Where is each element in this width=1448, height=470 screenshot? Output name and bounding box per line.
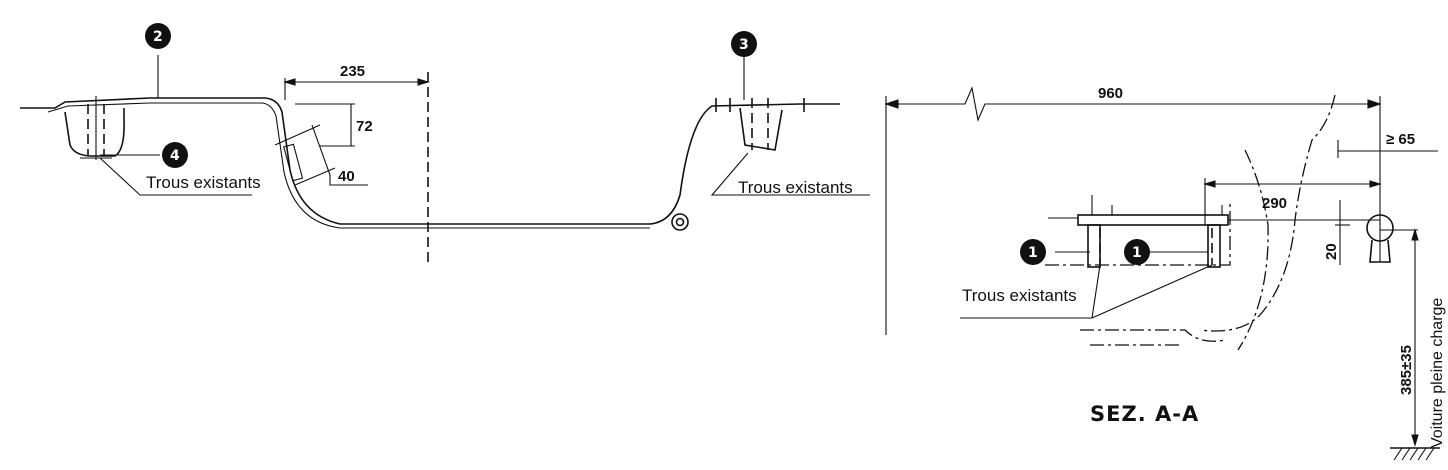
dim-290-arrows <box>1203 180 1382 188</box>
svg-text:1: 1 <box>1132 245 1142 261</box>
dim-65: ≥ 65 <box>1386 131 1415 148</box>
pivot-inner <box>675 217 685 227</box>
lower-chain <box>1045 200 1231 266</box>
bracket-right-dash <box>751 98 769 150</box>
support-dash <box>1099 228 1213 265</box>
dim-40-lines <box>274 124 368 186</box>
dim-235-arrows <box>283 78 430 86</box>
pivot-outer <box>671 213 689 231</box>
leader-holes-left <box>99 157 252 196</box>
bracket-left <box>64 108 125 157</box>
dim-40: 40 <box>338 168 355 185</box>
dim-960: 960 <box>1098 85 1123 102</box>
dim-960-line <box>886 86 1380 122</box>
leader-holes-section-b <box>1091 264 1213 319</box>
support-right <box>1207 224 1221 268</box>
dim-385: 385±35 <box>1398 345 1415 395</box>
callout-4: 4 <box>162 142 188 168</box>
bracket-mid <box>283 143 304 182</box>
dim-235: 235 <box>340 63 365 80</box>
leader-holes-middle <box>710 152 870 196</box>
dim-960-arrows <box>884 99 1382 109</box>
dim-20: 20 <box>1323 243 1340 260</box>
callout-3: 3 <box>731 31 757 57</box>
body-outline-2 <box>1237 149 1269 351</box>
ground-hatch <box>1393 447 1435 461</box>
floor-profile-inner <box>47 102 650 229</box>
note-holes-middle: Trous existants <box>738 178 853 197</box>
callout-1a: 1 <box>1020 239 1046 265</box>
full-load-label: Voiture pleine charge <box>1429 298 1446 448</box>
bracket-right <box>739 107 783 151</box>
section-view: 960 ≥ 65 290 20 <box>884 85 1440 461</box>
callout-1b: 1 <box>1124 239 1150 265</box>
note-holes-left: Trous existants <box>146 173 261 192</box>
svg-text:4: 4 <box>170 148 180 164</box>
section-title: SEZ. A-A <box>1090 402 1199 426</box>
callout-2: 2 <box>145 23 171 49</box>
svg-text:1: 1 <box>1028 245 1038 261</box>
dim-72: 72 <box>356 118 373 135</box>
support-left <box>1087 224 1101 268</box>
dim-290: 290 <box>1262 195 1287 212</box>
body-outline-1 <box>1199 94 1336 332</box>
side-view: 235 72 40 <box>20 55 870 265</box>
note-holes-section: Trous existants <box>962 286 1077 305</box>
floor-profile <box>20 97 840 225</box>
leader-holes-section-a <box>1085 264 1101 319</box>
svg-text:3: 3 <box>739 37 749 53</box>
dim-385-arrows <box>1411 228 1419 447</box>
svg-text:2: 2 <box>153 29 163 45</box>
body-outline-3 <box>1080 329 1226 342</box>
bracket-left-dash <box>87 104 105 156</box>
